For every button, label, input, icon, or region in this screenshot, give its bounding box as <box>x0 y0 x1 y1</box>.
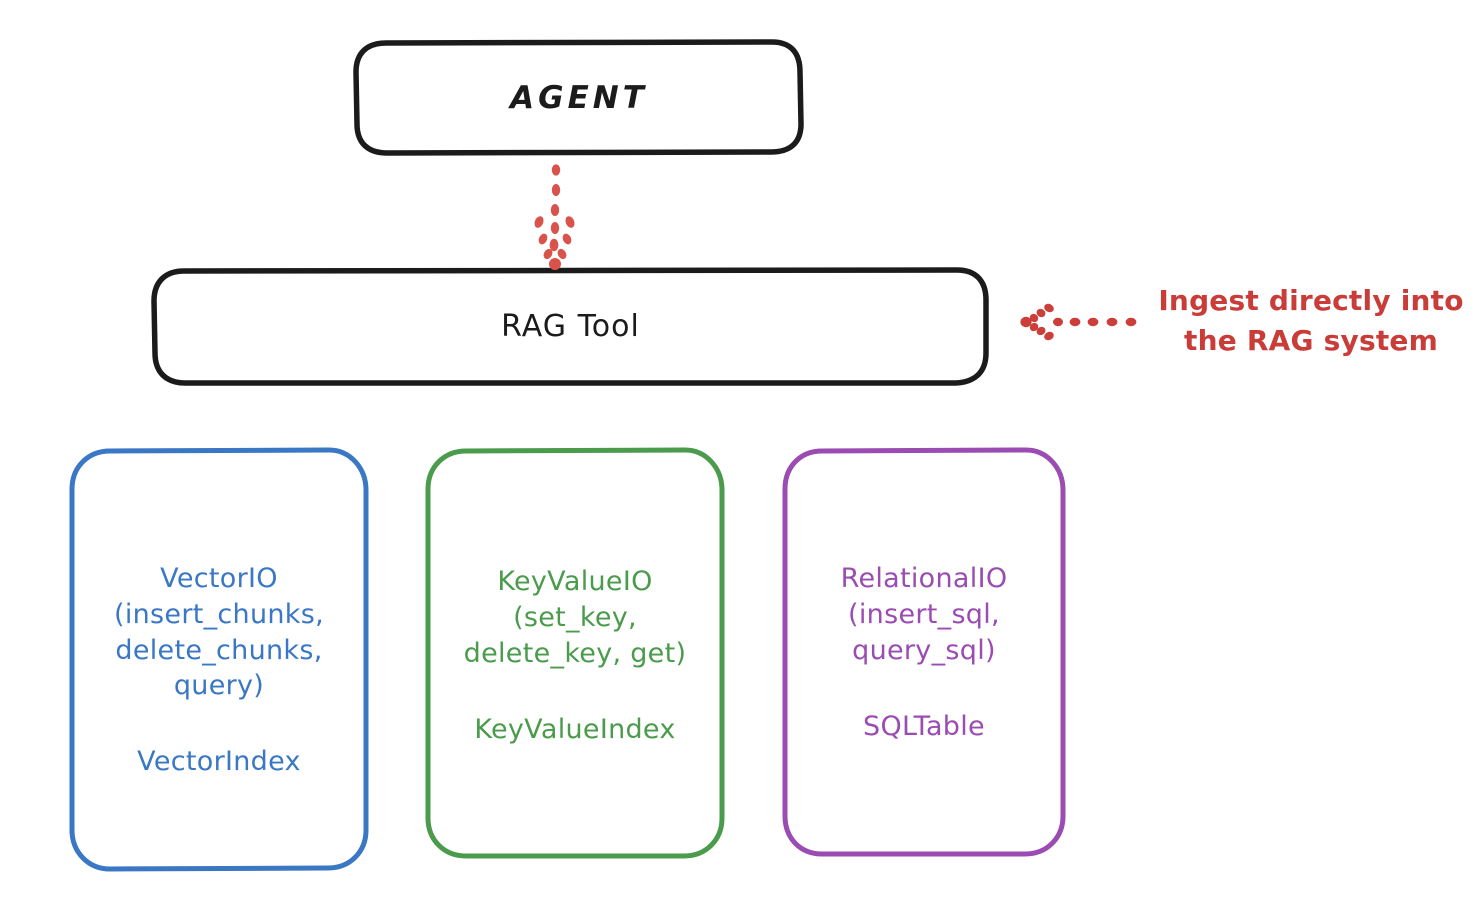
agent-box-outline <box>353 39 804 156</box>
vector-io-text-group: VectorIO (insert_chunks, delete_chunks, … <box>114 561 324 781</box>
agent-to-rag-connector-icon <box>534 164 575 270</box>
keyvalue-box-outline <box>425 447 725 859</box>
agent-label: AGENT <box>510 79 648 116</box>
vector-index-label: VectorIndex <box>137 746 301 778</box>
vector-io-api-label: VectorIO (insert_chunks, delete_chunks, … <box>114 562 324 702</box>
sql-table-label: SQLTable <box>863 710 985 742</box>
agent-node[interactable]: AGENT <box>357 42 801 153</box>
key-value-io-node[interactable]: KeyValueIO (set_key, delete_key, get) Ke… <box>428 450 722 856</box>
rag-tool-box-outline <box>151 267 989 386</box>
ingest-annotation-text: Ingest directly into the RAG system <box>1158 284 1464 357</box>
relational-io-api-label: RelationalIO (insert_sql, query_sql) <box>840 563 1008 666</box>
key-value-io-api-label: KeyValueIO (set_key, delete_key, get) <box>463 566 687 669</box>
rag-tool-node[interactable]: RAG Tool <box>155 270 986 383</box>
rag-tool-label: RAG Tool <box>501 309 640 344</box>
relational-io-node[interactable]: RelationalIO (insert_sql, query_sql) SQL… <box>785 450 1063 854</box>
annotation-to-rag-connector-icon <box>1020 303 1137 341</box>
relational-box-outline <box>782 447 1066 857</box>
relational-io-text-group: RelationalIO (insert_sql, query_sql) SQL… <box>841 561 1008 745</box>
vector-io-node[interactable]: VectorIO (insert_chunks, delete_chunks, … <box>72 450 366 869</box>
key-value-io-text-group: KeyValueIO (set_key, delete_key, get) Ke… <box>464 564 687 748</box>
key-value-index-label: KeyValueIndex <box>474 713 676 745</box>
vector-box-outline <box>69 447 369 872</box>
